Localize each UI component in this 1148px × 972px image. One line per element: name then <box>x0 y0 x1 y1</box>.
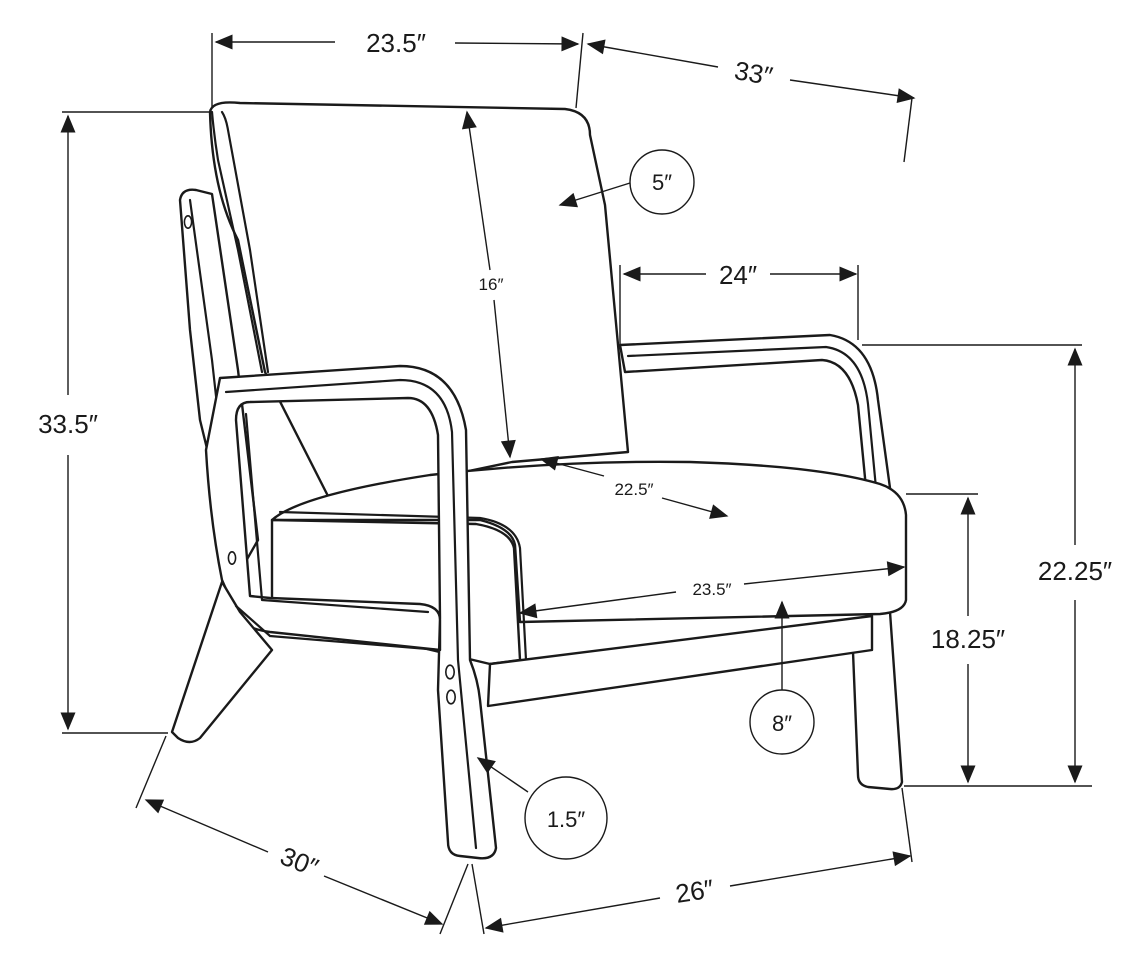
leg-thickness-circle <box>524 776 608 860</box>
label-overall-height: 33.5″ <box>38 409 98 439</box>
back-cushion <box>208 101 630 502</box>
label-back-height: 16″ <box>479 275 504 294</box>
back-cushion-edge <box>210 110 264 374</box>
seat-rail <box>486 614 874 708</box>
label-seat-thickness: 8″ <box>772 711 792 736</box>
label-back-thickness: 5″ <box>652 170 672 195</box>
dimension-lines <box>60 32 1092 935</box>
screw-hole <box>444 664 455 680</box>
label-seat-width: 23.5″ <box>692 580 731 599</box>
label-side-depth: 30″ <box>276 841 323 883</box>
screw-hole <box>183 215 193 230</box>
label-arm-height: 22.25″ <box>1038 556 1112 586</box>
label-arm-length: 24″ <box>719 260 757 290</box>
label-front-width: 26″ <box>673 873 715 909</box>
rear-right-leg <box>851 610 904 791</box>
label-leg-thickness: 1.5″ <box>547 807 586 832</box>
label-top-width: 23.5″ <box>366 28 426 58</box>
screw-hole <box>227 550 237 565</box>
chair-body <box>170 101 908 860</box>
label-seat-height: 18.25″ <box>931 624 1005 654</box>
screw-hole <box>445 689 456 705</box>
front-left-leg <box>170 580 274 744</box>
back-thickness-circle <box>629 149 695 215</box>
seat-thickness-circle <box>749 689 815 755</box>
seat-cushion <box>270 460 908 624</box>
label-seat-depth: 22.5″ <box>614 480 653 499</box>
label-top-depth: 33″ <box>732 55 775 91</box>
